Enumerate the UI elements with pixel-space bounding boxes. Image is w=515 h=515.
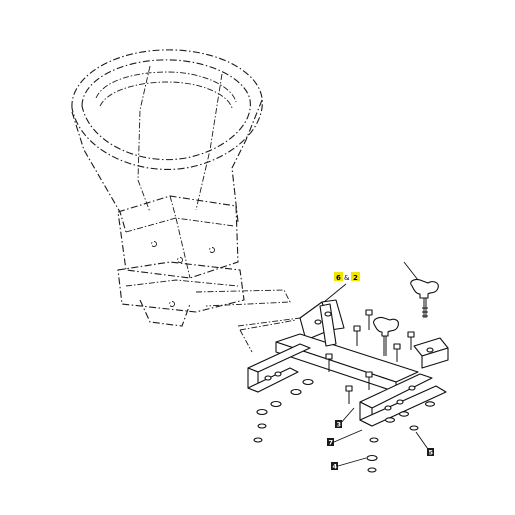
washer-nut-set — [253, 378, 436, 473]
hopper-side-right — [231, 99, 263, 223]
hopper-lower-face-2 — [169, 195, 191, 279]
slot-hole-3 — [264, 375, 272, 381]
callout-main: 6 & 2 — [334, 272, 360, 282]
callout-main-left-box — [334, 272, 343, 281]
slot-hole-5 — [384, 405, 392, 411]
callout-washer-label: 4 — [333, 463, 338, 471]
callout-bracket-label: 7 — [329, 439, 334, 447]
hopper-bolt-2 — [177, 257, 183, 263]
mount-frame-assembly — [247, 299, 449, 427]
hopper-rim-inner — [81, 59, 251, 161]
washer — [366, 454, 378, 462]
washer — [290, 388, 302, 396]
hopper-side-mid-2 — [195, 73, 223, 211]
callout-main-right-box — [351, 272, 360, 281]
washer — [367, 467, 377, 473]
hopper-lower-face — [125, 217, 235, 233]
t-knob-thread — [422, 307, 428, 317]
hopper-chute — [139, 299, 191, 327]
explode-line — [239, 319, 297, 331]
slot-hole-2 — [324, 311, 332, 317]
callout-main-left: 6 — [336, 274, 341, 282]
t-knob-icon — [410, 278, 439, 299]
hopper-side-left — [71, 111, 127, 233]
explode-lines — [239, 319, 297, 353]
hopper-motor-box — [117, 261, 245, 313]
hopper-bolt-4 — [169, 301, 175, 307]
leader-knob — [403, 261, 419, 281]
hopper-band — [95, 71, 237, 103]
right-foot — [359, 385, 447, 427]
washer — [424, 401, 436, 407]
slot-hole-6 — [396, 399, 404, 405]
bolt — [365, 309, 373, 330]
slot-hole-7 — [426, 347, 434, 353]
leader-main — [323, 283, 347, 303]
hopper-mount-tab — [195, 289, 291, 307]
front-right-bracket-side — [421, 347, 449, 369]
callout-main-amp: & — [344, 274, 350, 282]
bolt — [353, 325, 361, 346]
t-knob-middle — [373, 316, 399, 356]
washer — [384, 417, 396, 423]
callout-bolt-label: 3 — [337, 421, 342, 429]
hopper-motor-detail — [125, 279, 239, 287]
upright-post — [319, 303, 337, 347]
t-knob-top — [410, 278, 439, 318]
hopper-bolt-1 — [151, 241, 157, 247]
washer — [302, 378, 314, 386]
washer — [270, 400, 282, 408]
spreader-hopper-phantom — [71, 49, 319, 327]
bolt — [365, 371, 373, 390]
t-knob-icon — [373, 316, 399, 337]
slot-hole-4 — [274, 371, 282, 377]
callout-washer: 4 — [331, 462, 338, 471]
bolt-set — [325, 309, 415, 404]
washer — [253, 437, 263, 443]
callout-bolt: 3 — [335, 420, 342, 429]
leader-bracket — [333, 429, 363, 443]
slot-hole-1 — [314, 319, 322, 325]
leader-bolt — [339, 407, 355, 425]
hopper-side-mid — [137, 65, 151, 213]
hopper-lower-housing — [117, 195, 239, 279]
callout-bracket: 7 — [327, 438, 334, 447]
callout-nut-label: 5 — [429, 449, 434, 457]
hopper-bolt-3 — [209, 247, 215, 253]
callout-nut: 5 — [427, 448, 434, 457]
washer — [409, 425, 419, 431]
leader-washer — [337, 457, 367, 467]
bolt — [407, 331, 415, 350]
hopper-band-2 — [99, 81, 233, 109]
bolt — [393, 343, 401, 362]
hopper-rim-outer — [71, 49, 263, 170]
washer — [398, 411, 410, 417]
washer — [369, 437, 379, 443]
washer — [256, 408, 268, 416]
callout-main-right: 2 — [353, 274, 358, 282]
explode-line — [239, 329, 253, 353]
slot-hole-8 — [408, 385, 416, 391]
bolt — [325, 353, 333, 372]
washer — [257, 423, 267, 429]
bolt — [345, 385, 353, 404]
